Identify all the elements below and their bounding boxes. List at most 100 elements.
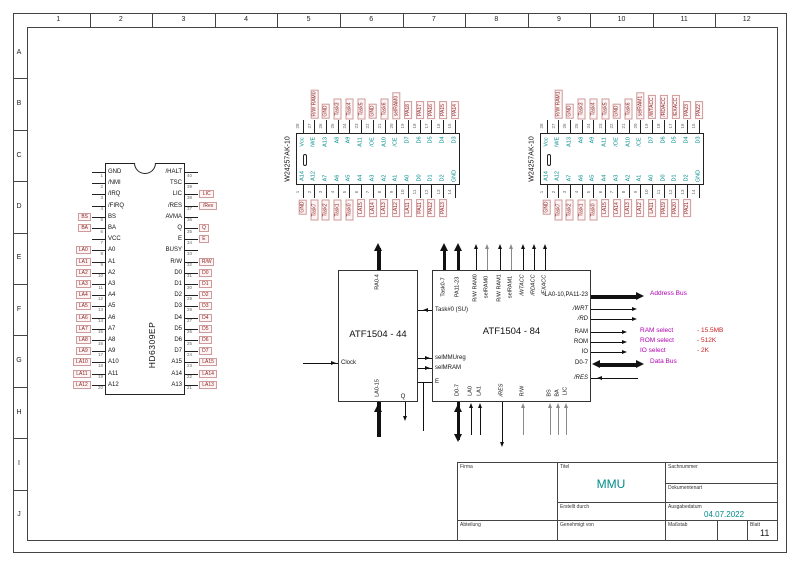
- wire: [396, 120, 398, 133]
- net-label[interactable]: D0: [199, 268, 212, 277]
- net-label[interactable]: LA12: [392, 199, 401, 218]
- net-label[interactable]: Task0: [589, 199, 598, 220]
- net-label[interactable]: Task1: [577, 199, 586, 220]
- net-label[interactable]: LA3: [75, 280, 91, 288]
- net-label[interactable]: LA5: [75, 302, 91, 311]
- net-label[interactable]: BA: [78, 224, 91, 232]
- net-label[interactable]: LA13: [380, 199, 389, 218]
- net-label[interactable]: /EXACC: [671, 95, 680, 119]
- net-label[interactable]: LA11: [403, 199, 412, 218]
- net-label[interactable]: PA23: [683, 100, 692, 119]
- pin-name: BA: [108, 225, 117, 231]
- net-label[interactable]: PA19: [659, 199, 668, 218]
- net-label[interactable]: Task5: [601, 98, 610, 119]
- net-label[interactable]: Task7: [554, 199, 563, 220]
- net-label[interactable]: LA15: [601, 199, 610, 218]
- net-label[interactable]: PA12: [427, 199, 436, 218]
- net-label[interactable]: Task4: [345, 98, 354, 119]
- pin-number: 8: [376, 190, 382, 194]
- net-label[interactable]: Task0: [345, 199, 354, 220]
- arrow-icon: [425, 355, 430, 360]
- net-label[interactable]: Task3: [333, 98, 342, 119]
- net-label[interactable]: LA13: [624, 199, 633, 218]
- net-label[interactable]: Task2: [321, 199, 330, 220]
- net-label[interactable]: PA15: [439, 100, 448, 119]
- net-label[interactable]: LA15: [199, 358, 218, 367]
- net-label[interactable]: PA18: [403, 100, 412, 119]
- net-label[interactable]: PA13: [439, 199, 448, 218]
- ram-body[interactable]: [296, 133, 460, 185]
- net-label[interactable]: Task4: [589, 98, 598, 119]
- net-label[interactable]: LA8: [75, 336, 91, 344]
- net-label[interactable]: selRAM1: [636, 92, 645, 119]
- net-label[interactable]: R/W RAM1: [554, 89, 563, 119]
- net-label[interactable]: PA17: [415, 100, 424, 119]
- net-label[interactable]: D3: [199, 302, 212, 311]
- net-label[interactable]: Task5: [357, 98, 366, 119]
- net-label[interactable]: GND: [565, 103, 574, 119]
- net-label[interactable]: LA4: [75, 291, 91, 300]
- net-label[interactable]: Task1: [333, 199, 342, 220]
- net-label[interactable]: D7: [199, 347, 212, 356]
- net-label[interactable]: LA14: [199, 369, 218, 378]
- net-label[interactable]: D5: [199, 324, 212, 333]
- wire: [500, 247, 501, 270]
- net-label[interactable]: LA6: [75, 313, 91, 322]
- net-label[interactable]: /RDACC: [659, 95, 668, 119]
- net-label[interactable]: D1: [199, 280, 212, 288]
- wire: [465, 13, 467, 27]
- net-label[interactable]: selRAM0: [392, 92, 401, 119]
- net-label[interactable]: PA11: [415, 199, 424, 218]
- pin-number: 15: [97, 329, 103, 335]
- net-label[interactable]: LA2: [75, 268, 91, 277]
- net-label[interactable]: Task3: [577, 98, 586, 119]
- net-label[interactable]: LA7: [75, 324, 91, 333]
- pin-number: 28: [294, 123, 300, 129]
- net-label[interactable]: /WTACC: [647, 95, 656, 119]
- net-label[interactable]: LA1: [75, 257, 91, 266]
- net-label[interactable]: Task6: [380, 98, 389, 119]
- wire: [546, 185, 548, 198]
- net-label[interactable]: LA11: [72, 369, 91, 378]
- cpu-body[interactable]: [105, 163, 185, 395]
- net-label[interactable]: LA12: [72, 380, 91, 389]
- net-label[interactable]: LA11: [647, 199, 656, 218]
- frame-column-label: 7: [431, 16, 436, 23]
- net-label[interactable]: PA20: [671, 199, 680, 218]
- net-label[interactable]: GND: [298, 198, 307, 215]
- net-label[interactable]: LA13: [199, 380, 218, 389]
- net-label[interactable]: LA9: [75, 347, 91, 356]
- net-label[interactable]: R/W RAM0: [310, 89, 319, 119]
- net-label[interactable]: D4: [199, 313, 212, 322]
- cpld84-body[interactable]: [432, 270, 591, 402]
- net-label[interactable]: LA14: [612, 199, 621, 218]
- frame-column-label: 9: [557, 16, 561, 23]
- net-label[interactable]: GND: [542, 198, 551, 215]
- net-label[interactable]: GND: [612, 103, 621, 119]
- net-label[interactable]: D6: [199, 336, 212, 344]
- net-label[interactable]: LA15: [357, 199, 366, 218]
- cpld44-body[interactable]: [338, 270, 418, 402]
- net-label[interactable]: LA12: [636, 199, 645, 218]
- net-label[interactable]: GND: [321, 103, 330, 119]
- net-label[interactable]: PA14: [450, 100, 459, 119]
- net-label[interactable]: BS: [78, 212, 91, 221]
- pin-number: 12: [423, 189, 429, 195]
- net-label[interactable]: D2: [199, 291, 212, 300]
- net-label[interactable]: LIC: [199, 190, 215, 199]
- net-label[interactable]: LA0: [75, 246, 91, 255]
- net-label[interactable]: R/W: [199, 257, 215, 266]
- net-label[interactable]: Task2: [565, 199, 574, 220]
- net-label[interactable]: PA21: [683, 199, 692, 218]
- net-label[interactable]: LA10: [72, 358, 91, 367]
- net-label[interactable]: Task7: [310, 199, 319, 220]
- net-label[interactable]: /Res: [199, 201, 218, 210]
- net-label[interactable]: PA22: [694, 100, 703, 119]
- net-label[interactable]: E: [199, 235, 209, 244]
- net-label[interactable]: LA14: [368, 199, 377, 218]
- ram-body[interactable]: [540, 133, 704, 185]
- net-label[interactable]: Task6: [624, 98, 633, 119]
- net-label[interactable]: Q: [199, 224, 209, 232]
- net-label[interactable]: GND: [368, 103, 377, 119]
- net-label[interactable]: PA16: [427, 100, 436, 119]
